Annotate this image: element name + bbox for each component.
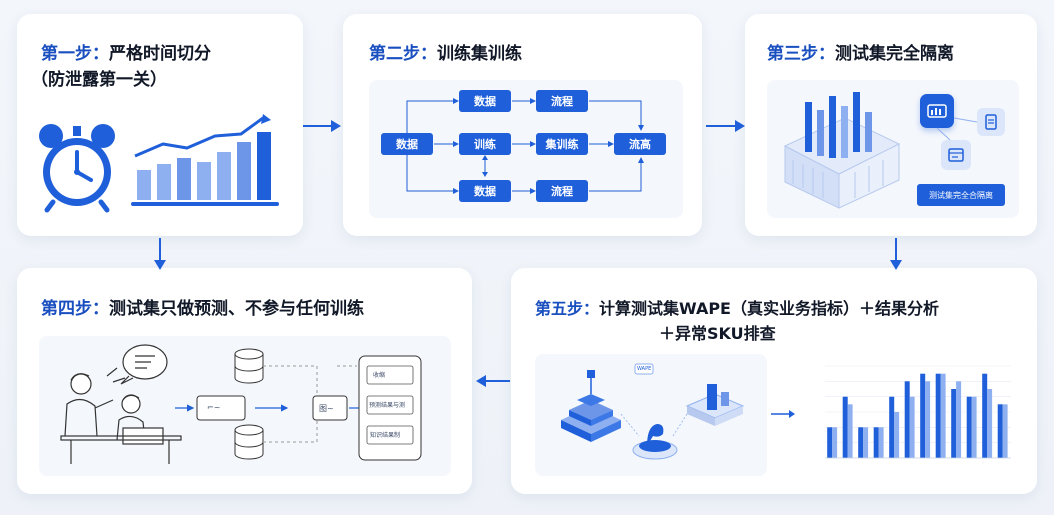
arrow-down-icon [154,260,166,270]
flow-box-data-center: 数据 [381,133,433,155]
chart-bar [956,381,962,458]
analysis-layers-illustration [561,363,745,460]
chart-bar [863,427,869,458]
arrow-down-icon [890,260,902,270]
step1-label: 第一步： [41,44,109,64]
step1-card: 第一步：严格时间切分 （防泄露第一关） [17,14,303,236]
step1-title: 第一步：严格时间切分 [41,44,211,64]
flow-box-data-bottom: 数据 [459,180,511,202]
chart-bar [982,373,988,458]
chart-bar [951,389,957,458]
flow-box-output: 流高 [614,133,666,155]
step3-title: 第三步：测试集完全隔离 [767,44,954,64]
chart-bar [878,427,884,458]
flow-box-process-top: 流程 [536,90,588,112]
step5-title: 第五步：计算测试集WAPE（真实业务指标）＋结果分析 [535,299,939,318]
chart-bar [971,396,977,458]
tile-connector-lines [936,117,978,141]
flow-box-process-bottom: 流程 [536,180,588,202]
chart-bar [966,396,972,458]
isolated-server-illustration [783,92,901,209]
sketch-node-label: ⌐~ [207,403,221,412]
sketch-list-item-1: 收缩 [373,372,386,379]
document-app-icon [977,108,1005,136]
flow-box-data-top: 数据 [459,90,511,112]
chart-bar [847,404,853,458]
window-app-icon [941,140,971,170]
chart-bar [935,373,941,458]
wape-mini-tag: WAPE [637,366,652,372]
chart-bar [894,412,900,458]
people-icon [60,373,182,464]
chart-app-icon [920,94,954,128]
isolation-badge: 测试集完全合隔离 [917,184,1005,206]
alarm-clock-icon [39,124,115,213]
chart-bar [889,396,895,458]
step5-card: 第五步：计算测试集WAPE（真实业务指标）＋结果分析 ＋异常SKU排查 WAPE [511,268,1037,494]
prediction-sketch [60,344,422,464]
chart-bar [997,404,1003,458]
chart-bar [920,373,926,458]
sketch-node2-label: 图~ [319,404,334,413]
wape-bar-chart [825,365,1011,459]
step4-title: 第四步：测试集只做预测、不参与任何训练 [41,299,364,319]
chart-bar [987,389,993,458]
flow-box-train: 训练 [459,133,511,155]
sketch-list-item-2: 预测结果与测 [369,402,406,409]
chart-bar [925,381,931,458]
sketch-list-item-3: 知识结果制 [370,432,401,439]
chart-bar [909,396,915,458]
step2-card: 第二步：训练集训练 数据 数据 流程 训练 集训练 流高 数据 流程 [343,14,702,236]
flow-box-set-train: 集训练 [536,133,588,155]
arrow-right-icon [735,120,745,132]
arrow-right-icon [331,120,341,132]
step4-card: 第四步：测试集只做预测、不参与任何训练 [17,268,472,494]
chart-bar [904,381,910,458]
step5-subtitle: ＋异常SKU排查 [659,324,776,343]
arrow-left-icon [476,375,486,387]
growth-chart-icon [131,114,279,206]
flow-connectors [406,98,644,194]
step1-subtitle: （防泄露第一关） [31,70,167,90]
analysis-arrow [771,410,795,418]
step3-card: 第三步：测试集完全隔离 [745,14,1037,236]
chart-bar [827,427,833,458]
chart-bar [858,427,864,458]
step2-title: 第二步：训练集训练 [369,44,522,64]
chart-bar [873,427,879,458]
chart-bar [832,427,838,458]
chart-bar [842,396,848,458]
chart-bar [940,373,946,458]
chart-bar [1002,404,1008,458]
